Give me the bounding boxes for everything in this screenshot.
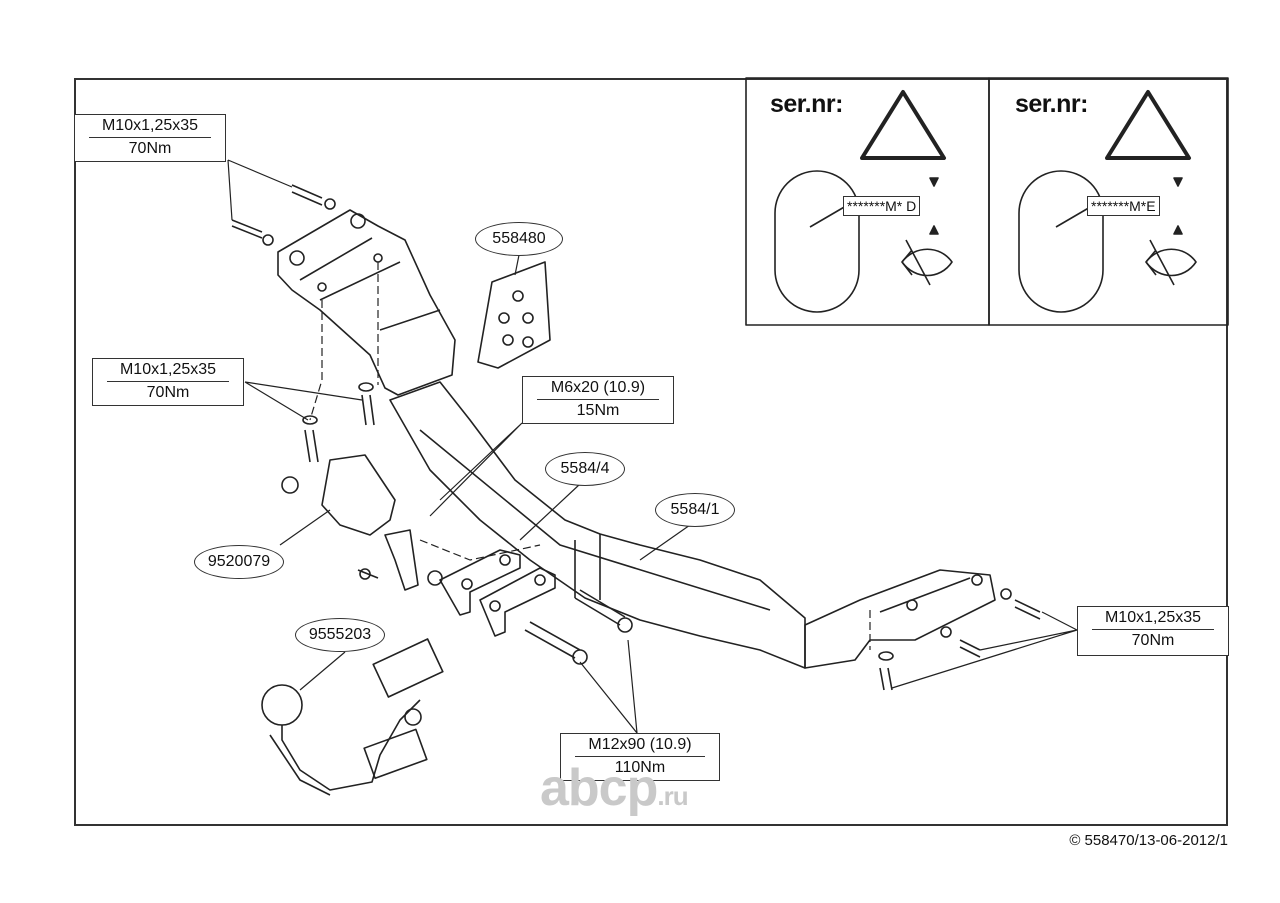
right-bracket [804,569,996,669]
spec-mid-left: M10x1,25x35 70Nm [92,358,244,406]
watermark-suffix: .ru [657,781,688,811]
main-cross-tube [389,381,806,669]
part-5584-1: 5584/1 [655,493,735,527]
spec-m6-torque: 15Nm [576,402,620,419]
spec-top-left-size: M10x1,25x35 [89,115,211,138]
electric-bracket [321,454,396,536]
spec-m12-size: M12x90 (10.9) [575,734,705,757]
diagram-frame [74,78,1228,826]
footer-copyright: © 558470/13-06-2012/1 [1069,832,1228,849]
spec-m12-torque: 110Nm [614,759,666,776]
part-558480: 558480 [475,222,563,256]
warning-panel-2-frame [988,77,1229,326]
spec-m6: M6x20 (10.9) 15Nm [522,376,674,424]
part-9520079: 9520079 [194,545,284,579]
spec-top-left: M10x1,25x35 70Nm [74,114,226,162]
spec-m6-size: M6x20 (10.9) [537,377,659,400]
leader-lines [227,159,1078,734]
middle-plates [439,549,556,637]
bolts [231,184,1041,691]
watermark-main: abcp [540,759,658,817]
spec-right-torque: 70Nm [1131,632,1175,649]
spec-m12: M12x90 (10.9) 110Nm [560,733,720,781]
tow-ball-assembly [261,638,444,796]
panel-1-serial: *******M* D [843,196,921,216]
small-plate-558480 [477,261,551,369]
panel-1-title: ser.nr: [770,90,843,118]
part-5584-4: 5584/4 [545,452,625,486]
spec-top-left-torque: 70Nm [128,140,172,157]
watermark: abcp.ru [540,758,689,818]
warning-panel-2-art [1018,90,1197,313]
spec-mid-left-size: M10x1,25x35 [107,359,229,382]
spec-right-size: M10x1,25x35 [1092,607,1214,630]
left-bracket [277,209,456,396]
panel-2-serial: *******M*E [1087,196,1160,216]
panel-2-title: ser.nr: [1015,90,1088,118]
spec-right: M10x1,25x35 70Nm [1077,606,1229,656]
spec-mid-left-torque: 70Nm [146,384,190,401]
warning-panel-1-art [774,90,953,313]
part-9555203: 9555203 [295,618,385,652]
